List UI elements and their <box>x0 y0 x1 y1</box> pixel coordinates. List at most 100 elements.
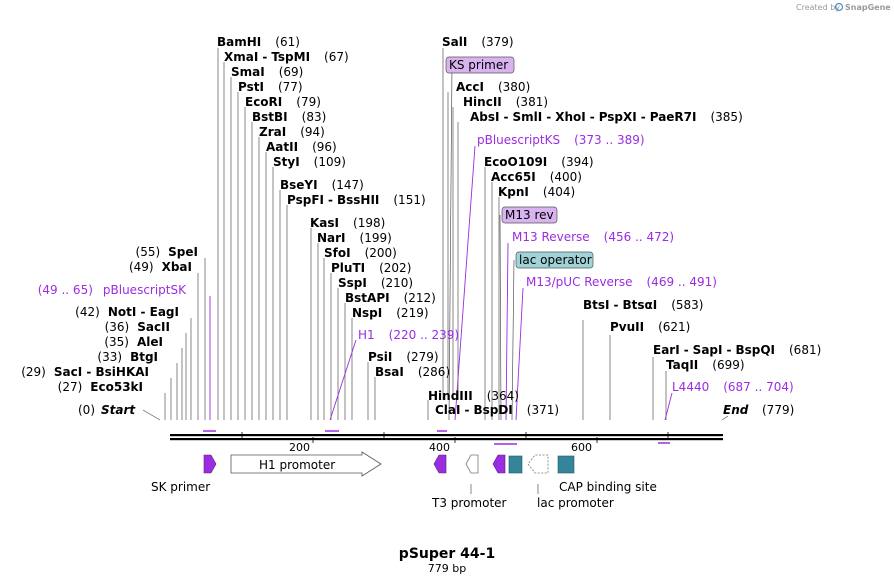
primer-range: (469 .. 491) <box>647 275 717 289</box>
h1-promoter-label: H1 promoter <box>259 458 335 472</box>
restriction-site-name: HindIII <box>428 389 473 403</box>
restriction-site-name: BspDI <box>473 403 512 417</box>
restriction-site-name: PluTI <box>331 261 365 275</box>
watermark-brand: SnapGene <box>845 3 891 12</box>
primer-label: pBluescriptSK <box>103 283 187 297</box>
map-length: 779 bp <box>428 562 466 575</box>
restriction-site-name: SmaI <box>231 65 265 79</box>
ks-primer-boxed-label: KS primer <box>449 58 508 72</box>
restriction-site-name: BseYI <box>280 178 318 192</box>
restriction-site-position: (55) <box>136 245 161 259</box>
restriction-site-name: BtgI <box>130 350 158 364</box>
restriction-site-position: (699) <box>712 358 744 372</box>
restriction-site-name: EcoO109I <box>484 155 547 169</box>
restriction-site-position: (379) <box>481 35 513 49</box>
primer-range: (49 .. 65) <box>38 283 93 297</box>
m13-rev-arrow <box>492 454 506 474</box>
restriction-site-name: KpnI <box>498 185 529 199</box>
restriction-site-position: (96) <box>312 140 337 154</box>
restriction-site-name: AleI <box>137 335 163 349</box>
restriction-site-name: PaeR7I <box>650 110 697 124</box>
restriction-site-position: (83) <box>302 110 327 124</box>
map-title: pSuper 44-1 <box>399 546 495 562</box>
sk-primer-arrow <box>203 454 217 474</box>
restriction-site-name: EarI <box>653 343 680 357</box>
backbone-top-strand <box>170 434 723 437</box>
restriction-site-position: (621) <box>658 320 690 334</box>
restriction-site-position: (400) <box>550 170 582 184</box>
restriction-site-position: (147) <box>332 178 364 192</box>
restriction-site-name: BtsαI <box>622 298 657 312</box>
lac-promoter-arrow <box>527 454 549 474</box>
restriction-site-name: BstAPI <box>345 291 390 305</box>
restriction-site-position: (49) <box>129 260 154 274</box>
primer-label: pBluescriptKS <box>477 133 560 147</box>
restriction-site-position: (381) <box>516 95 548 109</box>
restriction-site-name: XbaI <box>162 260 192 274</box>
primer-range: (220 .. 239) <box>389 328 459 342</box>
end-position: (779) <box>762 403 794 417</box>
restriction-site-position: (286) <box>418 365 450 379</box>
restriction-site-name: PvuII <box>610 320 644 334</box>
snapgene-logo-icon <box>834 2 844 12</box>
lac-promoter-label: lac promoter <box>537 496 614 510</box>
primer-range: (456 .. 472) <box>604 230 674 244</box>
site-separator: - <box>503 110 508 124</box>
restriction-site-name: BtsI <box>583 298 610 312</box>
restriction-site-name: Eco53kI <box>90 380 143 394</box>
restriction-site-name: ZraI <box>259 125 286 139</box>
site-separator: - <box>641 110 646 124</box>
restriction-site-name: NarI <box>317 231 346 245</box>
site-separator: - <box>546 110 551 124</box>
restriction-site-name: ClaI <box>435 403 460 417</box>
restriction-site-name: SalI <box>442 35 467 49</box>
restriction-site-name: PsiI <box>368 350 392 364</box>
lac-operator-box <box>508 455 523 474</box>
restriction-site-position: (61) <box>275 35 300 49</box>
restriction-site-position: (279) <box>406 350 438 364</box>
h1-promoter-arrow <box>230 451 382 477</box>
site-labels: BamHI(61)XmaI-TspMI(67)SmaI(69)PstI(77)E… <box>21 35 821 417</box>
cap-binding-site-box <box>557 455 575 474</box>
restriction-site-name: SacII <box>137 320 170 334</box>
restriction-site-position: (79) <box>296 95 321 109</box>
primer-label: H1 <box>358 328 375 342</box>
restriction-site-position: (198) <box>353 216 385 230</box>
restriction-site-name: BssHII <box>337 193 379 207</box>
restriction-site-position: (681) <box>789 343 821 357</box>
restriction-site-name: SacI - BsiHKAI <box>54 365 149 379</box>
restriction-site-position: (77) <box>278 80 303 94</box>
lac-operator-box-label <box>515 251 594 269</box>
site-separator: - <box>614 298 619 312</box>
restriction-site-position: (69) <box>279 65 304 79</box>
lac-operator-boxed-label: lac operator <box>519 253 592 267</box>
restriction-site-position: (583) <box>671 298 703 312</box>
restriction-site-name: KasI <box>310 216 339 230</box>
restriction-site-position: (385) <box>710 110 742 124</box>
restriction-site-position: (364) <box>487 389 519 403</box>
restriction-site-name: Acc65I <box>491 170 536 184</box>
restriction-site-position: (27) <box>58 380 83 394</box>
ruler-tick-label: 600 <box>571 441 592 454</box>
restriction-site-name: PstI <box>238 80 264 94</box>
restriction-site-position: (35) <box>104 335 129 349</box>
restriction-site-position: (210) <box>381 276 413 290</box>
primer-range: (687 .. 704) <box>723 380 793 394</box>
restriction-site-name: BsaI <box>375 365 404 379</box>
restriction-site-position: (151) <box>393 193 425 207</box>
restriction-site-name: SfoI <box>324 246 351 260</box>
restriction-site-position: (42) <box>75 305 100 319</box>
site-separator: - <box>328 193 333 207</box>
restriction-site-name: BstBI <box>252 110 288 124</box>
restriction-site-position: (109) <box>314 155 346 169</box>
restriction-site-position: (212) <box>404 291 436 305</box>
restriction-site-position: (202) <box>379 261 411 275</box>
restriction-site-name: SapI <box>693 343 723 357</box>
site-separator: - <box>262 50 267 64</box>
restriction-site-name: XhoI <box>555 110 586 124</box>
restriction-site-position: (219) <box>396 306 428 320</box>
restriction-site-name: AccI <box>456 80 484 94</box>
primer-label: L4440 <box>672 380 709 394</box>
site-separator: - <box>684 343 689 357</box>
